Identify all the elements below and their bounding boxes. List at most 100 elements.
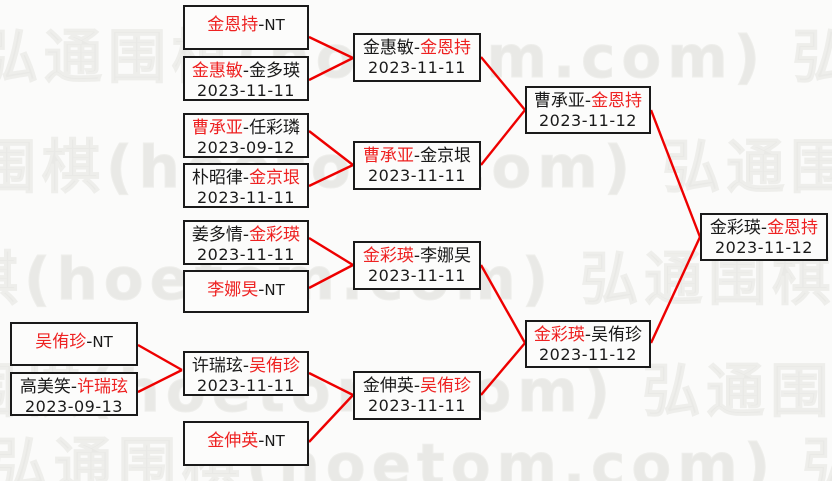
watermark-text: 弘通围棋(hoetom.com) 弘通围: [0, 431, 832, 481]
player-winner: 许瑞玹: [77, 377, 129, 397]
player-winner: 吴侑珍: [249, 356, 301, 376]
player-winner: 金彩瑛: [249, 225, 301, 245]
player-loser: 任彩璘: [249, 118, 301, 138]
player-winner: 金惠敏: [191, 61, 243, 81]
connector-line: [308, 130, 354, 166]
match-players: 金惠敏-金多瑛: [192, 61, 300, 81]
match-players: 许瑞玹-吴侑珍: [192, 356, 300, 376]
separator: -: [242, 118, 250, 138]
connector-line: [308, 236, 354, 267]
player-winner: 金伸英: [207, 431, 259, 451]
match-date: 2023-11-11: [197, 81, 295, 101]
connector-line: [308, 371, 354, 397]
separator: -: [258, 431, 265, 451]
connector-line: [479, 264, 527, 344]
match-date: 2023-11-11: [368, 266, 466, 286]
player-loser: 吴侑珍: [591, 325, 643, 345]
connector-line: [308, 394, 354, 443]
player-winner: 金恩持: [207, 15, 259, 35]
match-box-r1-m5[interactable]: 姜多情-金彩瑛 2023-11-11: [183, 220, 309, 265]
match-players: 高美笑-许瑞玹: [20, 377, 128, 397]
connector-line: [480, 342, 526, 396]
match-date: 2023-09-12: [197, 138, 295, 158]
match-players: 李娜旲-NT: [207, 280, 285, 300]
match-players: 曹承亚-金京垠: [363, 146, 471, 166]
match-date: 2023-11-11: [368, 166, 466, 186]
player-winner: 曹承亚: [191, 118, 243, 138]
separator: -: [584, 91, 592, 111]
separator: -: [413, 38, 421, 58]
connector-line: [649, 236, 702, 344]
separator: -: [413, 146, 421, 166]
match-box-r1-m1[interactable]: 金恩持-NT: [183, 5, 309, 50]
connector-line: [137, 343, 183, 372]
match-players: 金恩持-NT: [207, 15, 285, 35]
player-winner: 金彩瑛: [533, 325, 585, 345]
match-box-r1-m9[interactable]: 金伸英-NT: [183, 421, 309, 466]
match-date: 2023-09-13: [25, 397, 123, 417]
player-loser: 金多瑛: [249, 61, 301, 81]
separator: -: [258, 15, 265, 35]
connector-line: [137, 368, 183, 394]
match-players: 金彩瑛-金恩持: [710, 218, 818, 238]
connector-line: [480, 56, 526, 111]
match-date: 2023-11-12: [539, 345, 637, 365]
match-box-r2-m3[interactable]: 金彩瑛-李娜旲 2023-11-11: [353, 241, 481, 290]
match-date: 2023-11-12: [715, 238, 813, 258]
match-box-r1-m6[interactable]: 李娜旲-NT: [183, 270, 309, 313]
separator: -: [413, 376, 421, 396]
connector-line: [308, 263, 354, 290]
match-box-final[interactable]: 金彩瑛-金恩持 2023-11-12: [700, 213, 828, 261]
player-loser: 金京垠: [420, 146, 472, 166]
match-players: 姜多情-金彩瑛: [192, 225, 300, 245]
player-loser: 李娜旲: [420, 246, 472, 266]
match-box-r1-m2[interactable]: 金惠敏-金多瑛 2023-11-11: [183, 56, 309, 101]
player-loser: NT: [264, 281, 285, 299]
match-players: 金彩瑛-吴侑珍: [534, 325, 642, 345]
separator: -: [242, 225, 250, 245]
connector-line: [308, 163, 354, 188]
match-box-r2-m2[interactable]: 曹承亚-金京垠 2023-11-11: [353, 141, 481, 190]
match-date: 2023-11-12: [539, 111, 637, 131]
player-loser: 曹承亚: [533, 91, 585, 111]
player-winner: 金恩持: [591, 91, 643, 111]
match-box-semifinal-2[interactable]: 金彩瑛-吴侑珍 2023-11-12: [525, 320, 651, 368]
player-winner: 吴侑珍: [35, 332, 87, 352]
connector-line: [480, 109, 526, 166]
separator: -: [760, 218, 768, 238]
connector-line: [649, 109, 702, 238]
match-players: 金彩瑛-李娜旲: [363, 246, 471, 266]
match-date: 2023-11-11: [368, 58, 466, 78]
separator: -: [242, 168, 250, 188]
match-date: 2023-11-11: [368, 396, 466, 416]
connector-line: [308, 56, 354, 82]
match-box-r1-m8[interactable]: 许瑞玹-吴侑珍 2023-11-11: [183, 351, 309, 396]
match-box-r1-m8-qual[interactable]: 高美笑-许瑞玹 2023-09-13: [10, 372, 138, 416]
match-box-r1-m3[interactable]: 曹承亚-任彩璘 2023-09-12: [183, 113, 309, 158]
separator: -: [584, 325, 592, 345]
match-box-semifinal-1[interactable]: 曹承亚-金恩持 2023-11-12: [525, 86, 651, 134]
player-loser: 金伸英: [362, 376, 414, 396]
player-winner: 李娜旲: [207, 280, 259, 300]
player-loser: NT: [264, 16, 285, 34]
match-players: 曹承亚-任彩璘: [192, 118, 300, 138]
separator: -: [242, 356, 250, 376]
player-winner: 金恩持: [767, 218, 819, 238]
match-box-r1-m7[interactable]: 吴侑珍-NT: [10, 322, 138, 366]
separator: -: [413, 246, 421, 266]
player-loser: NT: [92, 333, 113, 351]
match-box-r2-m1[interactable]: 金惠敏-金恩持 2023-11-11: [353, 33, 481, 82]
match-players: 曹承亚-金恩持: [534, 91, 642, 111]
match-box-r1-m4[interactable]: 朴昭律-金京垠 2023-11-11: [183, 163, 309, 208]
match-players: 朴昭律-金京垠: [192, 168, 300, 188]
match-players: 金伸英-吴侑珍: [363, 376, 471, 396]
match-box-r2-m4[interactable]: 金伸英-吴侑珍 2023-11-11: [353, 371, 481, 420]
match-players: 金伸英-NT: [207, 431, 285, 451]
separator: -: [86, 332, 93, 352]
match-date: 2023-11-11: [197, 376, 295, 396]
match-date: 2023-11-11: [197, 188, 295, 208]
separator: -: [242, 61, 250, 81]
separator: -: [70, 377, 78, 397]
player-winner: 金彩瑛: [362, 246, 414, 266]
player-loser: 姜多情: [191, 225, 243, 245]
